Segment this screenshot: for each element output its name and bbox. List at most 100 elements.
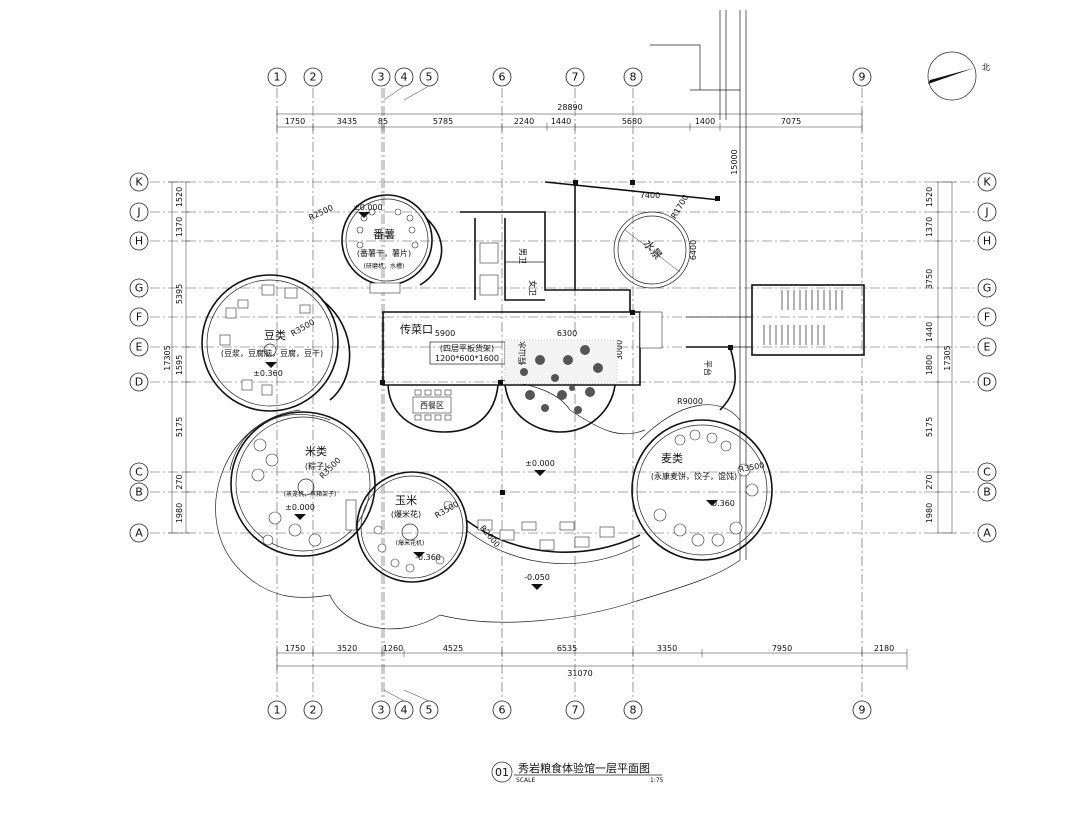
svg-text:1440: 1440 — [925, 322, 934, 342]
grid-bubble-col-5-bottom: 5 — [419, 700, 439, 720]
svg-text:3000: 3000 — [615, 340, 624, 360]
svg-text:1595: 1595 — [175, 355, 184, 375]
svg-text:7: 7 — [572, 704, 579, 717]
site-boundary — [215, 379, 741, 630]
staircase — [686, 284, 865, 356]
svg-text:C: C — [983, 466, 991, 479]
potato-label: 番薯 — [373, 228, 395, 241]
svg-text:17305: 17305 — [943, 345, 952, 370]
svg-text:J: J — [136, 206, 140, 219]
grid-bubble-col-4: 4 — [394, 67, 414, 87]
svg-text:1520: 1520 — [925, 187, 934, 207]
rice-pod: 米类 (粽子) (蒸笼机，蒸箱架子) ±0.000 R3500 — [229, 411, 376, 557]
svg-text:1400: 1400 — [695, 117, 715, 126]
svg-text:2: 2 — [310, 71, 317, 84]
scale-label: SCALE — [516, 777, 535, 784]
dimensions-top: 28890 1750 3435 85 5785 2240 1440 5680 1… — [276, 103, 863, 131]
svg-text:E: E — [984, 341, 991, 354]
grid-bubble-col-5: 5 — [419, 67, 439, 87]
svg-text:1370: 1370 — [925, 217, 934, 237]
svg-text:D: D — [135, 376, 143, 389]
svg-text:4: 4 — [401, 704, 408, 717]
grid-bubble-col-9-bottom: 9 — [852, 700, 872, 720]
svg-text:3520: 3520 — [337, 644, 357, 653]
svg-text:270: 270 — [925, 474, 934, 489]
svg-text:1440: 1440 — [551, 117, 571, 126]
grid-bubble-col-6: 6 — [492, 67, 512, 87]
grid-bubble-col-3: 3 — [371, 67, 391, 87]
svg-text:270: 270 — [175, 474, 184, 489]
plaza: R2600 ±0.000 -0.050 — [465, 459, 641, 590]
svg-text:R9000: R9000 — [677, 397, 703, 406]
svg-text:7950: 7950 — [772, 644, 792, 653]
rice-equipment: (蒸笼机，蒸箱架子) — [284, 490, 337, 498]
svg-text:B: B — [983, 486, 991, 499]
svg-text:R2500: R2500 — [307, 203, 334, 222]
svg-text:3350: 3350 — [657, 644, 677, 653]
terrace-label: 平台 — [703, 360, 713, 376]
svg-text:F: F — [136, 311, 142, 324]
grid-lines — [150, 88, 975, 700]
scale-value: 1:75 — [650, 777, 664, 784]
rockery-garden — [504, 345, 616, 433]
svg-text:15000: 15000 — [730, 149, 739, 174]
svg-text:8: 8 — [630, 704, 637, 717]
svg-text:R3500: R3500 — [289, 317, 316, 338]
grid-bubble-col-4-bottom: 4 — [394, 700, 414, 720]
potato-pod: ±0.000 番薯 (番薯干，薯片) (研磨机，水槽) R2500 — [307, 194, 443, 294]
svg-text:1370: 1370 — [175, 217, 184, 237]
svg-text:K: K — [983, 176, 991, 189]
shelf-label: (四层平板货架) — [440, 343, 494, 353]
svg-text:8: 8 — [630, 71, 637, 84]
svg-text:A: A — [983, 527, 991, 540]
grid-bubble-col-2-bottom: 2 — [303, 700, 323, 720]
grid-bubble-col-6-bottom: 6 — [492, 700, 512, 720]
svg-text:1520: 1520 — [175, 187, 184, 207]
svg-text:C: C — [135, 466, 143, 479]
grid-bubble-col-1-bottom: 1 — [267, 700, 287, 720]
svg-text:1800: 1800 — [925, 355, 934, 375]
svg-text:7075: 7075 — [781, 117, 801, 126]
bean-sub: (豆浆，豆腐脑，豆腐，豆干) — [221, 348, 323, 358]
svg-text:5175: 5175 — [925, 417, 934, 437]
svg-text:H: H — [135, 235, 143, 248]
grid-bubble-col-7: 7 — [565, 67, 585, 87]
bean-label: 豆类 — [264, 328, 286, 342]
drawing-title: 01 秀岩粮食体验馆一层平面图 SCALE 1:75 — [491, 761, 664, 784]
svg-text:9: 9 — [859, 71, 866, 84]
svg-text:5680: 5680 — [622, 117, 642, 126]
female-wc-label: 女卫 — [528, 280, 538, 296]
serving-window-label: 传菜口 — [400, 323, 433, 336]
svg-text:7400: 7400 — [640, 191, 660, 200]
svg-text:A: A — [135, 527, 143, 540]
grid-bubble-col-1: 1 — [267, 67, 287, 87]
svg-text:5900: 5900 — [435, 329, 455, 338]
svg-text:1: 1 — [274, 71, 281, 84]
corn-level: -0.360 — [415, 553, 441, 562]
svg-text:3435: 3435 — [337, 117, 357, 126]
svg-text:1: 1 — [274, 704, 281, 717]
corn-label: 玉米 — [395, 494, 417, 507]
drawing-number: 01 — [495, 766, 509, 779]
grid-bubble-col-8: 8 — [623, 67, 643, 87]
dim-bottom-total: 31070 — [567, 669, 592, 678]
plaza-level: ±0.000 — [525, 459, 555, 468]
corn-equipment: (爆米花机) — [396, 539, 425, 547]
svg-text:G: G — [983, 282, 992, 295]
svg-text:6400: 6400 — [689, 240, 698, 260]
svg-text:6535: 6535 — [557, 644, 577, 653]
rice-label: 米类 — [305, 444, 327, 458]
grid-bubble-col-9: 9 — [852, 67, 872, 87]
column-bubbles-top: 1 2 3 4 5 6 7 8 9 — [267, 67, 872, 101]
svg-text:1750: 1750 — [285, 644, 305, 653]
dimensions-left: 17305 1520 1370 5395 1595 5175 270 1980 — [163, 181, 190, 534]
wheat-level: -0.360 — [709, 499, 735, 508]
lower-level: -0.050 — [524, 573, 550, 582]
svg-text:1750: 1750 — [285, 117, 305, 126]
corn-pod: 玉米 (爆米花) (爆米花机) -0.360 R3500 — [356, 471, 468, 583]
